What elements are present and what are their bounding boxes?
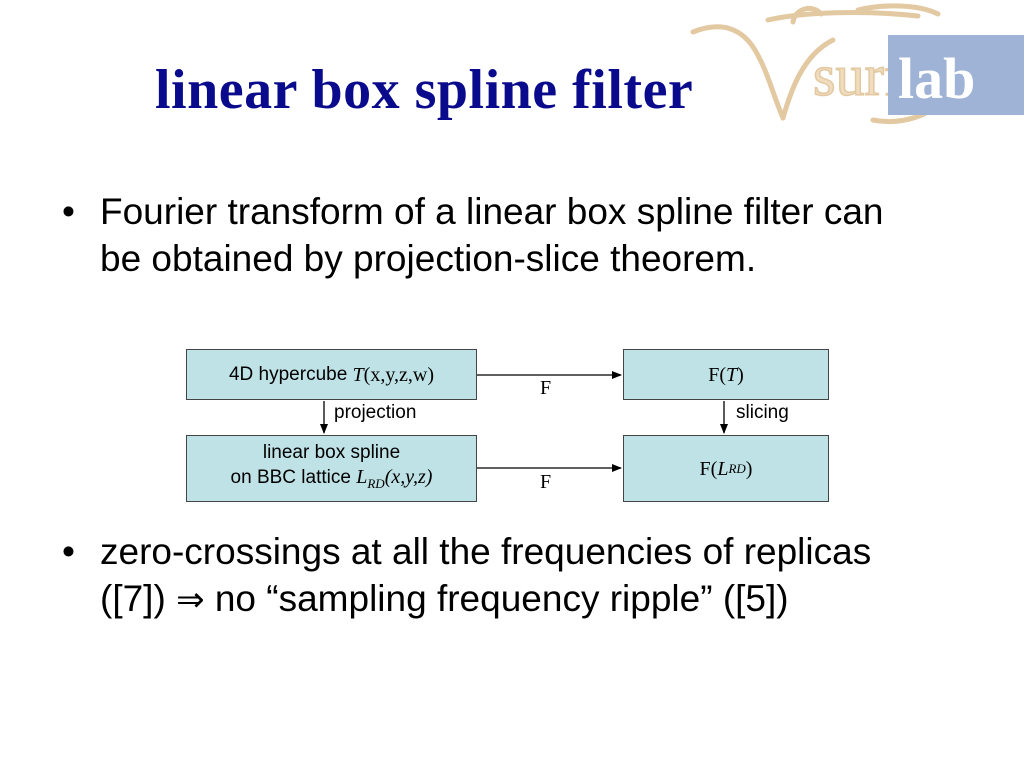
surflab-logo: surf lab — [690, 3, 1024, 125]
box-4d-hypercube: 4D hypercube T(x,y,z,w) — [186, 349, 477, 400]
box-linear-box-spline: linear box spline on BBC lattice LRD(x,y… — [186, 435, 477, 502]
fourier-l-prefix: F( — [699, 457, 718, 480]
spline-line-2: on BBC lattice — [230, 467, 351, 488]
logo-lab-panel — [888, 35, 1024, 115]
label-projection: projection — [334, 402, 417, 423]
fourier-l-subscript: RD — [728, 460, 746, 476]
spline-subscript: RD — [367, 476, 385, 491]
implies-icon: ⇒ — [176, 580, 205, 620]
bullet-2-before: zero-crossings at all the frequencies of… — [100, 531, 872, 619]
bullet-text-1: Fourier transform of a linear box spline… — [100, 191, 884, 279]
fourier-t-suffix: ) — [737, 363, 744, 386]
spline-symbol: L — [356, 466, 368, 488]
hypercube-label: 4D hypercube — [228, 363, 348, 385]
bullet-2-after: no “sampling frequency ripple” ([5]) — [214, 578, 789, 619]
bullet-icon: • — [62, 191, 75, 232]
label-slicing: slicing — [736, 402, 789, 423]
fourier-l-suffix: ) — [745, 457, 753, 480]
fourier-t-symbol: T — [726, 363, 738, 386]
hypercube-args: (x,y,z,w) — [363, 363, 435, 386]
fourier-t-prefix: F( — [708, 363, 726, 386]
logo-text-lab: lab — [898, 46, 975, 111]
spline-line-2-wrap: on BBC lattice LRD(x,y,z) — [231, 465, 433, 496]
fourier-l-symbol: L — [717, 457, 729, 480]
spline-args: (x,y,z) — [384, 466, 433, 488]
label-f-bottom: F — [540, 471, 552, 493]
bullet-text-2: zero-crossings at all the frequencies of… — [100, 528, 920, 624]
slide-title: linear box spline filter — [155, 59, 694, 121]
spline-line-1: linear box spline — [262, 442, 401, 463]
label-f-top: F — [540, 377, 552, 399]
hypercube-symbol: T — [352, 363, 364, 386]
box-fourier-hypercube: F(T) — [623, 349, 829, 400]
bullet-icon: • — [62, 531, 75, 572]
